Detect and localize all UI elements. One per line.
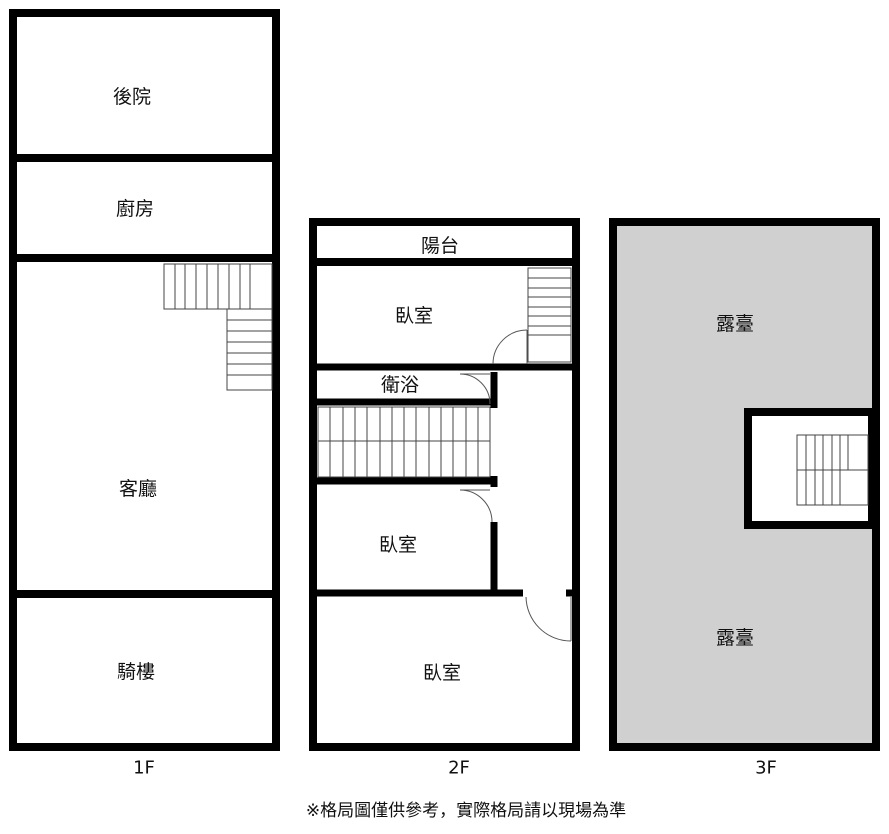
room-label-backyard: 後院 bbox=[113, 86, 151, 108]
room-label-bedroom-bottom: 臥室 bbox=[423, 662, 461, 684]
door-bedroom-top bbox=[492, 329, 528, 365]
door-bathroom bbox=[459, 373, 491, 405]
stairs-1f bbox=[163, 263, 273, 391]
floor-label-3f: 3F bbox=[755, 758, 777, 779]
floor-3f: 露臺 露臺 bbox=[609, 218, 880, 751]
room-label-bedroom-top: 臥室 bbox=[395, 305, 433, 327]
stairwell-3f bbox=[744, 408, 876, 529]
room-label-bathroom: 衛浴 bbox=[381, 374, 419, 396]
stairs-2f-middle bbox=[317, 406, 491, 478]
room-label-balcony: 陽台 bbox=[421, 235, 459, 257]
room-label-terrace-top: 露臺 bbox=[716, 313, 754, 335]
room-label-kitchen: 廚房 bbox=[116, 197, 154, 220]
room-label-terrace-bottom: 露臺 bbox=[716, 627, 754, 649]
room-label-arcade: 騎樓 bbox=[117, 661, 155, 683]
door-bedroom-bottom bbox=[525, 596, 572, 642]
floor-label-1f: 1F bbox=[133, 758, 155, 779]
room-label-living-room: 客廳 bbox=[119, 478, 157, 500]
disclaimer-note: ※格局圖僅供參考，實際格局請以現場為準 bbox=[306, 801, 626, 821]
floor-2f: 陽台 臥室 衛浴 臥室 臥室 bbox=[309, 218, 580, 751]
door-bedroom-mid bbox=[459, 489, 493, 523]
floor-1f: 後院 廚房 客廳 騎樓 bbox=[9, 9, 280, 751]
stairs-2f-upper bbox=[527, 267, 572, 363]
stairs-3f bbox=[796, 434, 869, 506]
floor-1f-outer-wall bbox=[9, 9, 280, 751]
floor-label-2f: 2F bbox=[448, 758, 470, 779]
room-label-bedroom-mid: 臥室 bbox=[379, 534, 417, 556]
